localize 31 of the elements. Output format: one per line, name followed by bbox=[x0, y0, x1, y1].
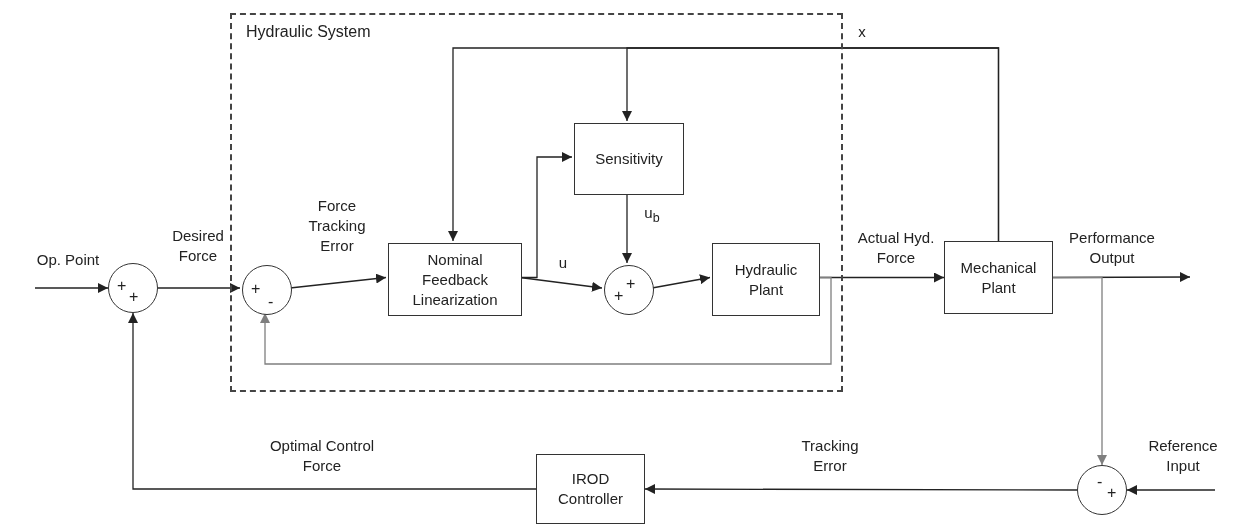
block bbox=[536, 454, 645, 524]
sign-label: + bbox=[626, 276, 636, 292]
arrow bbox=[260, 276, 832, 365]
arrow bbox=[34, 283, 109, 293]
block bbox=[712, 243, 820, 316]
block-label: Sensitivity bbox=[595, 149, 663, 169]
group-title: Hydraulic System bbox=[246, 23, 371, 41]
block-label: Mechanical Plant bbox=[959, 257, 1038, 298]
block-label: IROD Controller bbox=[557, 469, 624, 509]
arrow bbox=[1052, 276, 1107, 466]
block bbox=[388, 243, 522, 316]
summing-junction bbox=[1077, 465, 1127, 515]
sign-label: + bbox=[117, 278, 127, 294]
sign-label: + bbox=[614, 288, 624, 304]
block bbox=[574, 123, 684, 195]
summing-junction bbox=[242, 265, 292, 315]
sign-label: + bbox=[251, 281, 261, 297]
sign-label: - bbox=[1097, 474, 1103, 490]
block bbox=[944, 241, 1053, 314]
arrow bbox=[622, 47, 1000, 242]
summing-junction bbox=[108, 263, 158, 313]
arrow bbox=[157, 283, 241, 293]
summing-junction bbox=[604, 265, 654, 315]
block-label: Hydraulic Plant bbox=[733, 259, 799, 300]
arrow bbox=[128, 312, 537, 490]
sign-label: + bbox=[129, 289, 139, 305]
sign-label: - bbox=[268, 294, 274, 310]
block-label: Nominal Feedback Linearization bbox=[411, 249, 499, 310]
arrow bbox=[1126, 485, 1216, 495]
arrow bbox=[644, 484, 1078, 494]
sign-label: + bbox=[1107, 485, 1117, 501]
